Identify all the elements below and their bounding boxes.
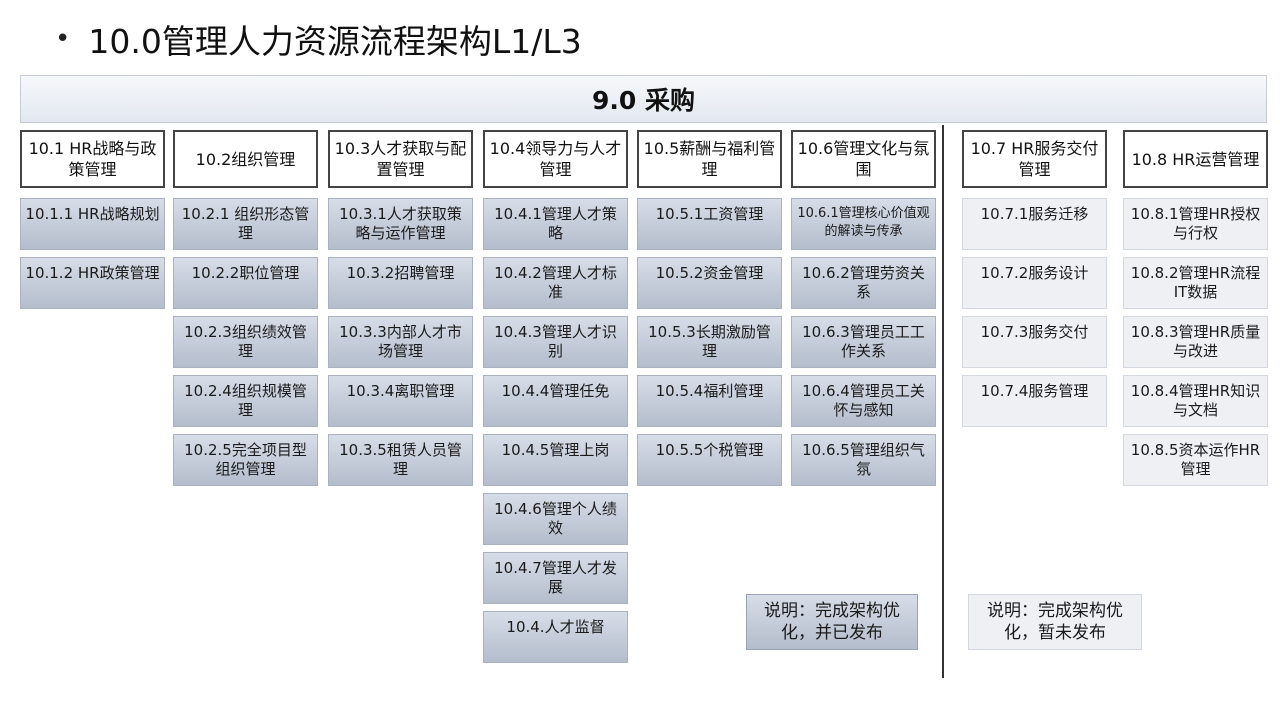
l3-process-box[interactable]: 10.3.3内部人才市场管理 xyxy=(328,316,473,368)
title-row: • 10.0管理人力资源流程架构L1/L3 xyxy=(55,14,582,64)
l3-process-box[interactable]: 10.1.1 HR战略规划 xyxy=(20,198,165,250)
process-column-10-4: 10.4领导力与人才管理 10.4.1管理人才策略 10.4.2管理人才标准 10.4… xyxy=(483,130,628,663)
l3-process-box[interactable]: 10.3.1人才获取策略与运作管理 xyxy=(328,198,473,250)
l3-process-box[interactable]: 10.8.4管理HR知识与文档 xyxy=(1123,375,1268,427)
l3-process-box[interactable]: 10.5.2资金管理 xyxy=(637,257,782,309)
l3-process-box[interactable]: 10.5.5个税管理 xyxy=(637,434,782,486)
l3-process-box[interactable]: 10.4.3管理人才识别 xyxy=(483,316,628,368)
l1-process-header[interactable]: 10.3人才获取与配置管理 xyxy=(328,130,473,188)
process-column-10-6: 10.6管理文化与氛围 10.6.1管理核心价值观的解读与传承 10.6.2管理劳资… xyxy=(791,130,936,486)
column-divider xyxy=(942,125,944,678)
l3-process-box[interactable]: 10.6.3管理员工工作关系 xyxy=(791,316,936,368)
legend-done-note: 说明：完成架构优化，并已发布 xyxy=(746,594,918,650)
l3-process-box[interactable]: 10.3.2招聘管理 xyxy=(328,257,473,309)
l1-process-header[interactable]: 10.6管理文化与氛围 xyxy=(791,130,936,188)
l3-process-box[interactable]: 10.7.2服务设计 xyxy=(962,257,1107,309)
l3-process-box[interactable]: 10.2.3组织绩效管理 xyxy=(173,316,318,368)
process-column-10-8: 10.8 HR运营管理 10.8.1管理HR授权与行权 10.8.2管理HR流程IT… xyxy=(1123,130,1268,486)
l3-process-box[interactable]: 10.8.2管理HR流程IT数据 xyxy=(1123,257,1268,309)
process-column-10-2: 10.2组织管理 10.2.1 组织形态管理 10.2.2职位管理 10.2.3组织绩… xyxy=(173,130,318,486)
l3-process-box[interactable]: 10.4.7管理人才发展 xyxy=(483,552,628,604)
title-bullet: • xyxy=(55,24,71,54)
l3-process-box[interactable]: 10.5.3长期激励管理 xyxy=(637,316,782,368)
l3-process-box[interactable]: 10.4.4管理任免 xyxy=(483,375,628,427)
l3-process-box[interactable]: 10.4.5管理上岗 xyxy=(483,434,628,486)
l3-process-box[interactable]: 10.7.3服务交付 xyxy=(962,316,1107,368)
l3-process-box[interactable]: 10.4.6管理个人绩效 xyxy=(483,493,628,545)
l1-process-header[interactable]: 10.5薪酬与福利管理 xyxy=(637,130,782,188)
l3-process-box[interactable]: 10.3.5租赁人员管理 xyxy=(328,434,473,486)
l1-process-header[interactable]: 10.1 HR战略与政策管理 xyxy=(20,130,165,188)
l3-process-box[interactable]: 10.6.4管理员工关怀与感知 xyxy=(791,375,936,427)
l3-process-box[interactable]: 10.7.4服务管理 xyxy=(962,375,1107,427)
process-column-10-7: 10.7 HR服务交付管理 10.7.1服务迁移 10.7.2服务设计 10.7.3服… xyxy=(962,130,1107,427)
l3-process-box[interactable]: 10.2.5完全项目型组织管理 xyxy=(173,434,318,486)
l1-process-header[interactable]: 10.8 HR运营管理 xyxy=(1123,130,1268,188)
procurement-banner: 9.0 采购 xyxy=(20,75,1267,123)
l3-process-box[interactable]: 10.2.4组织规模管理 xyxy=(173,375,318,427)
l3-process-box[interactable]: 10.4.1管理人才策略 xyxy=(483,198,628,250)
page-title: 10.0管理人力资源流程架构L1/L3 xyxy=(88,22,582,61)
l3-process-box[interactable]: 10.5.4福利管理 xyxy=(637,375,782,427)
l3-process-box[interactable]: 10.5.1工资管理 xyxy=(637,198,782,250)
l3-process-box[interactable]: 10.4.2管理人才标准 xyxy=(483,257,628,309)
l3-process-box[interactable]: 10.6.2管理劳资关系 xyxy=(791,257,936,309)
l3-process-box[interactable]: 10.4.人才监督 xyxy=(483,611,628,663)
process-column-10-3: 10.3人才获取与配置管理 10.3.1人才获取策略与运作管理 10.3.2招聘管理… xyxy=(328,130,473,486)
l3-process-box[interactable]: 10.8.1管理HR授权与行权 xyxy=(1123,198,1268,250)
l1-process-header[interactable]: 10.4领导力与人才管理 xyxy=(483,130,628,188)
l3-process-box[interactable]: 10.2.2职位管理 xyxy=(173,257,318,309)
process-column-10-1: 10.1 HR战略与政策管理 10.1.1 HR战略规划 10.1.2 HR政策管理 xyxy=(20,130,165,309)
l3-process-box[interactable]: 10.7.1服务迁移 xyxy=(962,198,1107,250)
l3-process-box[interactable]: 10.8.3管理HR质量与改进 xyxy=(1123,316,1268,368)
l1-process-header[interactable]: 10.2组织管理 xyxy=(173,130,318,188)
process-column-10-5: 10.5薪酬与福利管理 10.5.1工资管理 10.5.2资金管理 10.5.3长期激… xyxy=(637,130,782,486)
legend-notyet-note: 说明：完成架构优化，暂未发布 xyxy=(968,594,1142,650)
l1-process-header[interactable]: 10.7 HR服务交付管理 xyxy=(962,130,1107,188)
l3-process-box[interactable]: 10.3.4离职管理 xyxy=(328,375,473,427)
l3-process-box[interactable]: 10.1.2 HR政策管理 xyxy=(20,257,165,309)
l3-process-box[interactable]: 10.6.5管理组织气氛 xyxy=(791,434,936,486)
l3-process-box[interactable]: 10.8.5资本运作HR管理 xyxy=(1123,434,1268,486)
l3-process-box[interactable]: 10.6.1管理核心价值观的解读与传承 xyxy=(791,198,936,250)
l3-process-box[interactable]: 10.2.1 组织形态管理 xyxy=(173,198,318,250)
